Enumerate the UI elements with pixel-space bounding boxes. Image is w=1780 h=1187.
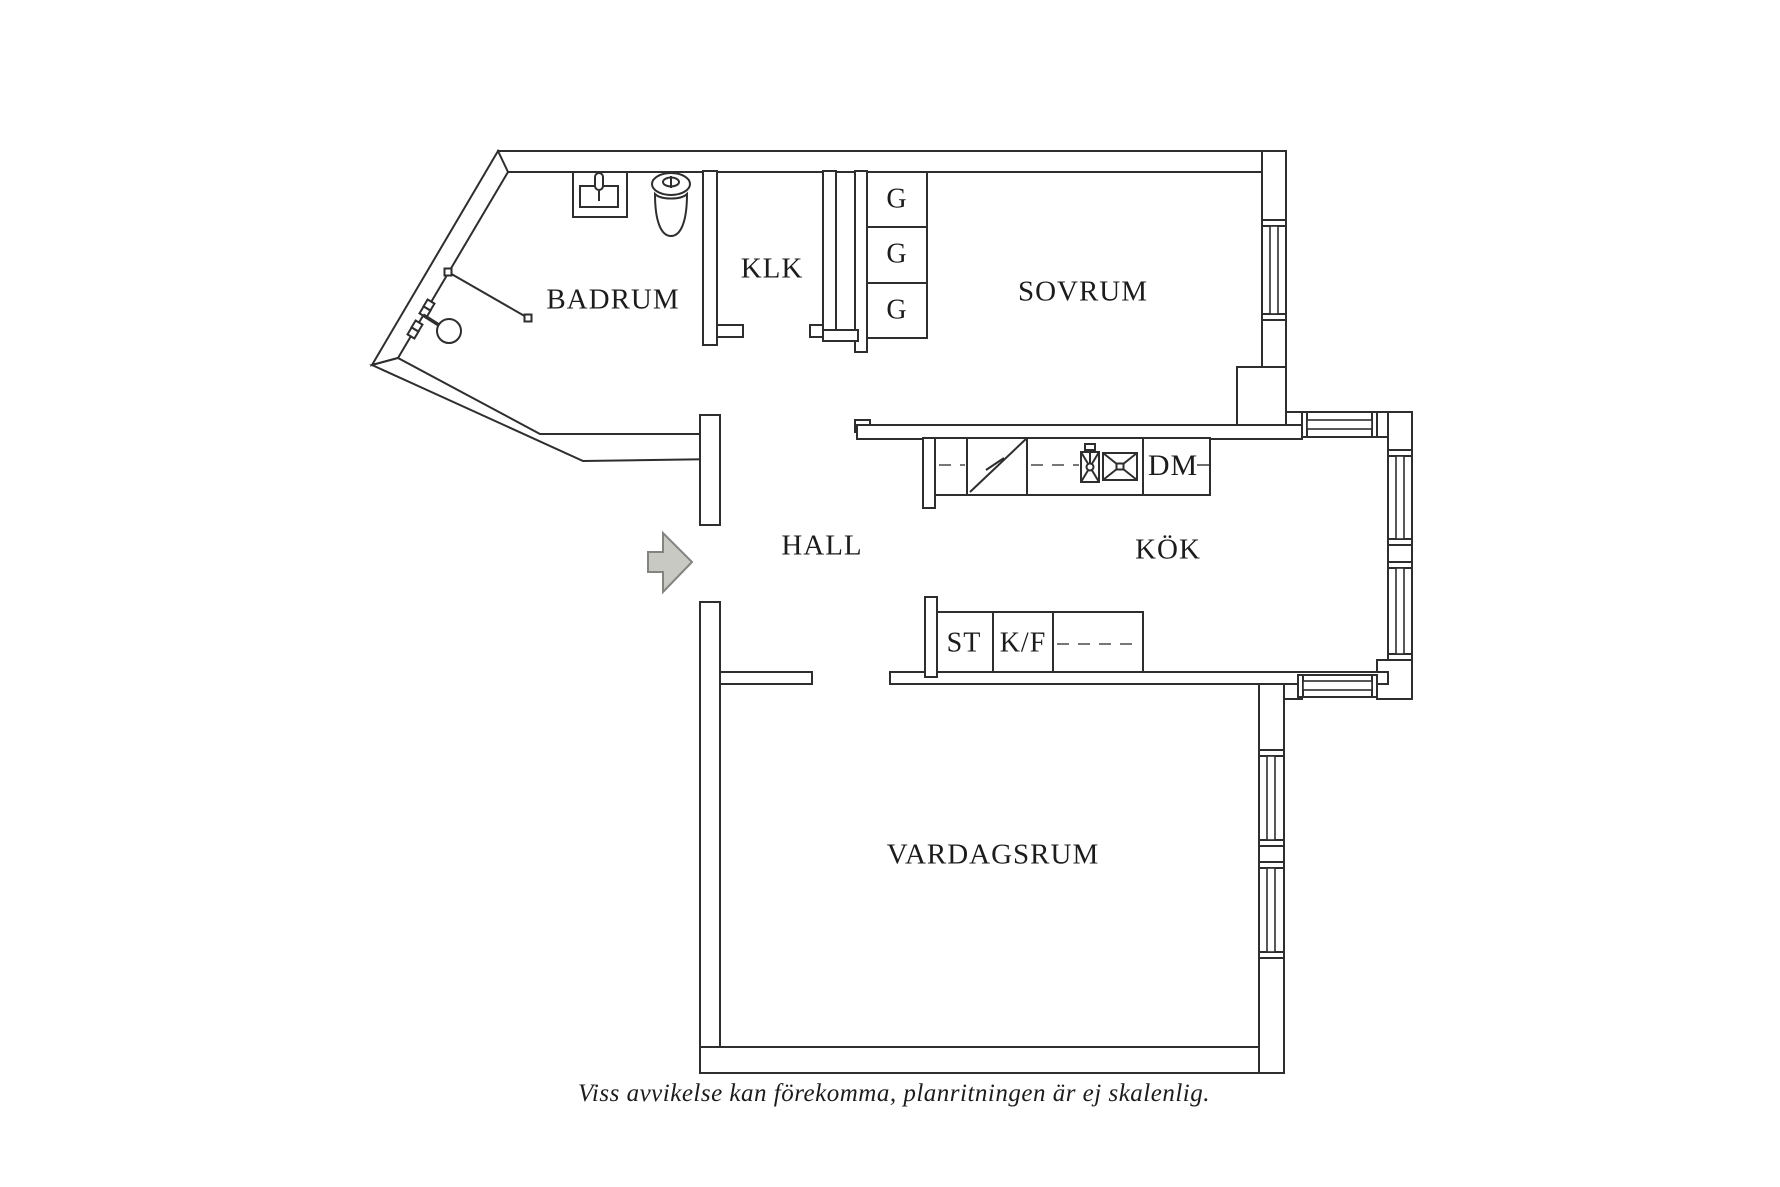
room-labels: BADRUM KLK SOVRUM HALL KÖK VARDAGSRUM bbox=[546, 253, 1201, 871]
wall-badrum-klk bbox=[702, 170, 718, 346]
wardrobe-label: G bbox=[886, 294, 907, 325]
window-sovrum-east bbox=[1261, 219, 1287, 321]
toilet-bowl bbox=[653, 191, 689, 238]
room-label-badrum: BADRUM bbox=[546, 284, 679, 316]
wardrobe-box bbox=[866, 282, 928, 339]
sink-drain-square bbox=[1115, 462, 1125, 471]
shower-icon bbox=[406, 267, 533, 344]
wall-shaft-right bbox=[854, 170, 868, 353]
sink-faucet-top bbox=[1084, 443, 1096, 451]
shower-rail bbox=[447, 271, 529, 319]
window-kok-north bbox=[1301, 411, 1378, 438]
wall-hall-vardagsrum-left bbox=[719, 671, 813, 685]
wall-hall-left-upper bbox=[699, 414, 721, 526]
room-label-klk: KLK bbox=[741, 253, 804, 285]
wall-sovrum-step bbox=[1236, 366, 1287, 428]
room-label-hall: HALL bbox=[781, 530, 862, 562]
shower-valve bbox=[406, 326, 420, 340]
wall-klk-right bbox=[822, 170, 837, 338]
room-label-kok: KÖK bbox=[1135, 534, 1201, 566]
wall-kok-stub-upper bbox=[922, 437, 936, 509]
dishwasher-label: DM bbox=[1148, 449, 1198, 482]
shower-rail-end bbox=[523, 313, 533, 323]
walls bbox=[369, 148, 1413, 1074]
wall-bottom bbox=[699, 1046, 1285, 1074]
window-kok-east-1 bbox=[1387, 449, 1413, 546]
wardrobes: G G G bbox=[866, 171, 928, 339]
toilet-icon bbox=[651, 172, 691, 238]
wall-sovrum-kok bbox=[856, 424, 1303, 440]
wardrobe-label: G bbox=[886, 183, 907, 214]
window-vardagsrum-east-1 bbox=[1258, 749, 1285, 847]
sink-drain bbox=[1085, 462, 1095, 472]
wardrobe-box bbox=[866, 226, 928, 284]
window-glass bbox=[1269, 225, 1279, 315]
wall-klk-right-foot bbox=[809, 324, 824, 338]
sink-icon bbox=[572, 171, 628, 218]
wall-diagonal-lower-left bbox=[369, 356, 721, 463]
stove-tick bbox=[985, 457, 1005, 471]
window-glass bbox=[1266, 867, 1276, 953]
wall-badrum-klk-foot bbox=[716, 324, 744, 338]
room-label-vardagsrum: VARDAGSRUM bbox=[887, 839, 1100, 871]
window-glass bbox=[1306, 419, 1373, 430]
wall-left-lower bbox=[699, 601, 721, 1074]
counter-lower bbox=[936, 611, 1144, 673]
window-glass bbox=[1395, 455, 1405, 540]
shower-head bbox=[436, 318, 462, 344]
fridge-freezer-label: K/F bbox=[1000, 627, 1047, 658]
windows bbox=[1258, 219, 1413, 959]
stove-diagonal bbox=[969, 437, 1028, 493]
window-glass bbox=[1266, 755, 1276, 841]
window-vardagsrum-east-2 bbox=[1258, 861, 1285, 959]
window-kok-south bbox=[1297, 674, 1378, 698]
kitchen-counters: DM ST K/F bbox=[934, 437, 1211, 673]
shower-rail-end bbox=[443, 267, 453, 277]
disclaimer-text: Viss avvikelse kan förekomma, planritnin… bbox=[578, 1080, 1210, 1107]
window-kok-east-2 bbox=[1387, 561, 1413, 661]
pantry-label: ST bbox=[947, 627, 982, 658]
window-glass bbox=[1395, 567, 1405, 655]
wardrobe-box bbox=[866, 171, 928, 228]
window-glass bbox=[1302, 680, 1373, 691]
wardrobe-label: G bbox=[886, 238, 907, 269]
sink-faucet bbox=[594, 172, 604, 191]
stove-icon bbox=[969, 437, 1028, 493]
counter-upper bbox=[934, 437, 1211, 496]
room-label-sovrum: SOVRUM bbox=[1018, 276, 1148, 308]
entrance-arrow-icon bbox=[647, 530, 694, 595]
bathroom-fixtures bbox=[406, 171, 691, 344]
wall-top bbox=[497, 150, 1287, 173]
wall-shaft-bottom bbox=[822, 329, 859, 342]
kitchen-sink-icon bbox=[1080, 443, 1138, 483]
wall-kok-stub-lower bbox=[924, 596, 938, 678]
